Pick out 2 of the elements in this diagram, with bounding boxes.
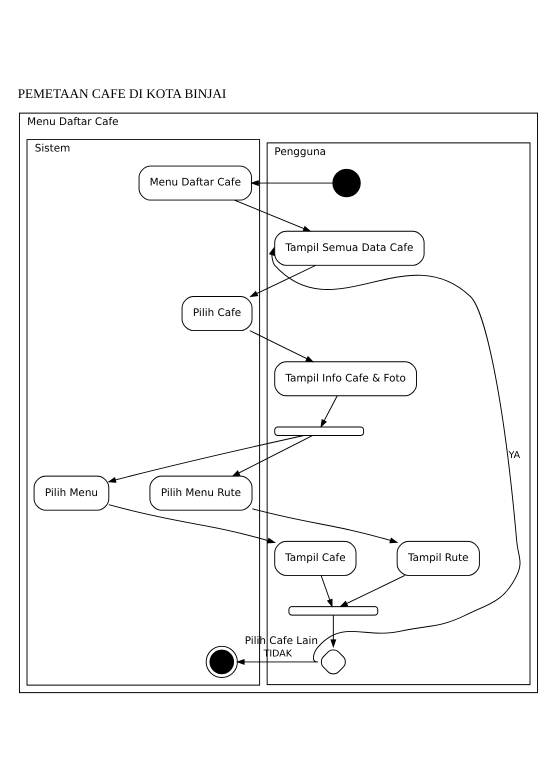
diagram-title: PEMETAAN CAFE DI KOTA BINJAI bbox=[18, 86, 226, 101]
edge-label: YA bbox=[508, 450, 520, 461]
